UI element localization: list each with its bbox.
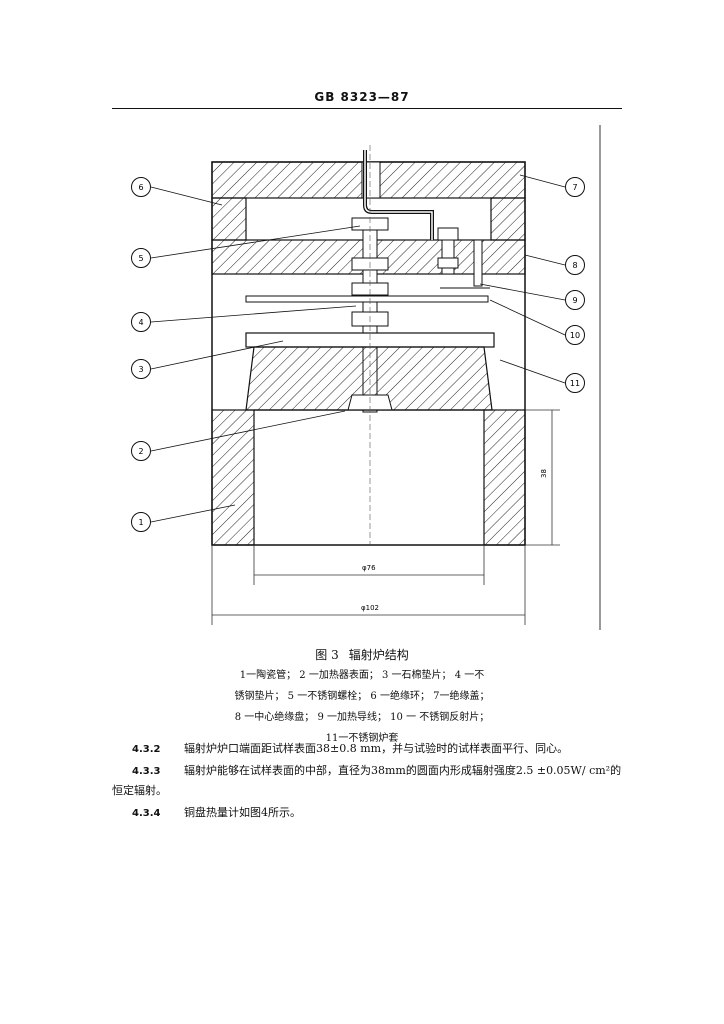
header-rule — [112, 108, 622, 109]
ceramic-tube-left — [211, 409, 255, 546]
svg-text:10: 10 — [570, 331, 580, 340]
stainless-reflector-post — [473, 239, 483, 287]
paragraph-4-3-2: 4.3.2 辐射炉炉口端面距试样表面38±0.8 mm，并与试验时的试样表面平行、… — [112, 740, 642, 756]
svg-text:7: 7 — [572, 183, 577, 192]
svg-text:5: 5 — [138, 254, 143, 263]
svg-text:8: 8 — [572, 261, 577, 270]
svg-text:6: 6 — [138, 183, 143, 192]
paragraph-number: 4.3.4 — [132, 808, 161, 819]
callout-5: 5 — [131, 248, 151, 268]
callout-3: 3 — [131, 359, 151, 379]
dim-height: 38 — [540, 469, 548, 478]
callout-4: 4 — [131, 312, 151, 332]
page-header-code: GB 8323—87 — [314, 90, 410, 104]
callout-2: 2 — [131, 441, 151, 461]
lead-bolt-nut — [437, 227, 459, 241]
paragraph-text: 恒定辐射。 — [112, 784, 167, 797]
paragraph-text: 辐射炉炉口端面距试样表面38±0.8 mm，并与试验时的试样表面平行、同心。 — [184, 742, 569, 755]
paragraph-number: 4.3.2 — [132, 744, 161, 755]
svg-text:11: 11 — [570, 379, 580, 388]
paragraph-4-3-3: 4.3.3 辐射炉能够在试样表面的中部，直径为38mm的圆面内形成辐射强度2.5 … — [112, 762, 642, 778]
svg-text:4: 4 — [138, 318, 143, 327]
paragraph-number: 4.3.3 — [132, 766, 161, 777]
dim-inner-diameter: φ76 — [362, 564, 376, 572]
svg-text:2: 2 — [138, 447, 143, 456]
paragraph-text: 辐射炉能够在试样表面的中部，直径为38mm的圆面内形成辐射强度2.5 ±0.05… — [184, 764, 622, 777]
caption-line: 11一不锈钢炉套 — [325, 733, 399, 744]
dim-outer-diameter: φ102 — [361, 604, 379, 612]
radiation-furnace-figure: φ76 φ102 38 6 5 4 3 2 1 7 8 9 10 11 — [131, 125, 601, 630]
stainless-gasket — [245, 295, 489, 303]
svg-text:1: 1 — [138, 518, 143, 527]
lead-bolt — [441, 239, 455, 275]
paragraph-continuation: 恒定辐射。 — [112, 782, 642, 798]
insulating-ring-left — [211, 197, 247, 241]
caption-title: 图 3 辐射炉结构 — [200, 647, 524, 663]
lead-bolt-bottom-nut — [437, 257, 459, 269]
caption-line: 8 一中心绝缘盘； 9 一加热导线； 10 一 不锈钢反射片； — [234, 712, 490, 723]
insulating-ring-right — [490, 197, 526, 241]
callout-1: 1 — [131, 512, 151, 532]
caption-text: 辐射炉结构 — [348, 648, 409, 662]
callout-6: 6 — [131, 177, 151, 197]
ceramic-tube-right — [483, 409, 526, 546]
callout-8: 8 — [565, 255, 585, 275]
callout-7: 7 — [565, 177, 585, 197]
paragraph-4-3-4: 4.3.4 铜盘热量计如图4所示。 — [112, 804, 642, 820]
callout-11: 11 — [565, 373, 585, 393]
svg-text:3: 3 — [138, 365, 143, 374]
callout-9: 9 — [565, 290, 585, 310]
caption-line: 1一陶瓷管； 2 一加热器表面； 3 一石棉垫片； 4 一不 — [239, 670, 485, 681]
caption-number: 图 3 — [315, 648, 339, 662]
paragraph-text: 铜盘热量计如图4所示。 — [184, 806, 301, 819]
caption-line: 锈钢垫片； 5 一不锈钢螺栓； 6 一绝缘环； 7一绝缘盖； — [234, 691, 490, 702]
svg-text:9: 9 — [572, 296, 577, 305]
callout-10: 10 — [565, 325, 585, 345]
